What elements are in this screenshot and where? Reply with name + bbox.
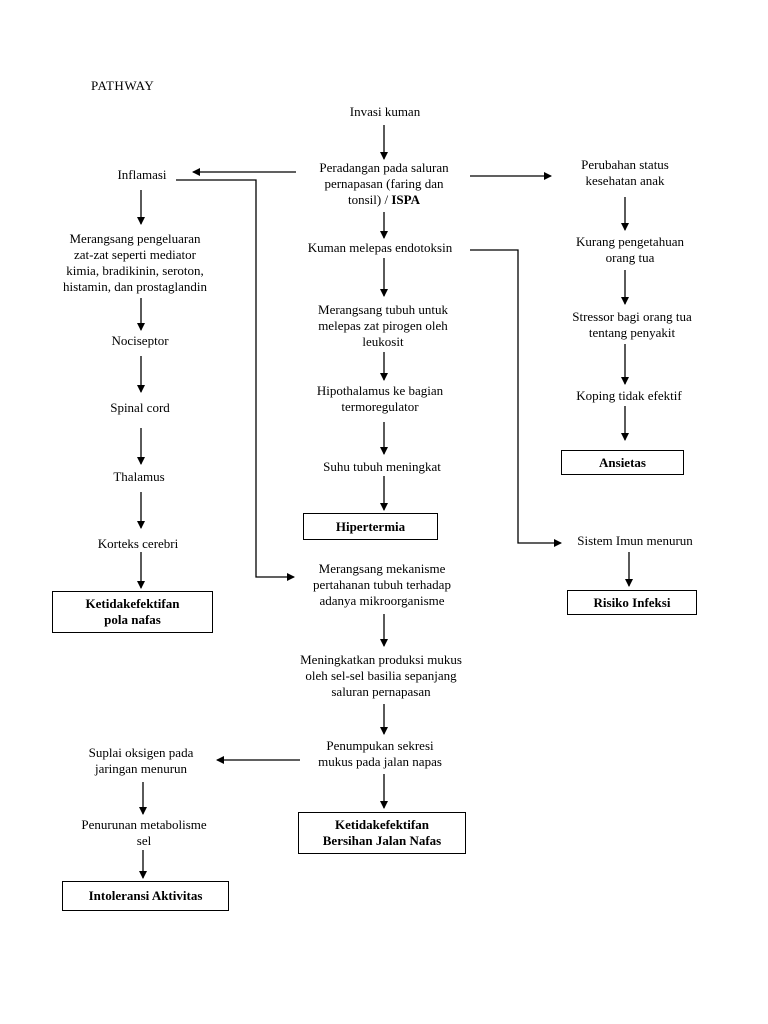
diagnosis-pola-nafas-line1: Ketidakefektifan: [85, 596, 180, 611]
node-mekanisme-line2: pertahanan tubuh terhadap: [313, 577, 451, 592]
node-mekanisme-line1: Merangsang mekanisme: [318, 561, 446, 576]
node-penumpukan-line2: mukus pada jalan napas: [318, 754, 442, 769]
node-hipothalamus: Hipothalamus ke bagian termoregulator: [317, 383, 443, 415]
node-pengetahuan-line1: Kurang pengetahuan: [576, 234, 684, 249]
diagnosis-bersihan-line2: Bersihan Jalan Nafas: [322, 833, 442, 848]
diagnosis-bersihan-line1: Ketidakefektifan: [335, 817, 429, 832]
diagnosis-hipertermia-label: Hipertermia: [335, 518, 406, 534]
diagnosis-intoleransi-aktivitas: Intoleransi Aktivitas: [62, 881, 229, 911]
node-invasi-kuman: Invasi kuman: [349, 104, 421, 119]
diagnosis-pola-nafas-line2: pola nafas: [104, 612, 161, 627]
node-thalamus: Thalamus: [113, 469, 165, 484]
node-mukus-line1: Meningkatkan produksi mukus: [300, 652, 462, 667]
node-mediator-line3: kimia, bradikinin, seroton,: [66, 263, 204, 278]
node-suplai-line2: jaringan menurun: [94, 761, 188, 776]
node-status-line2: kesehatan anak: [585, 173, 665, 188]
node-suplai-oksigen: Suplai oksigen pada jaringan menurun: [89, 745, 194, 777]
connector-inflamasi-to-mekanisme: [176, 179, 295, 581]
node-mediator-line2: zat-zat seperti mediator: [74, 247, 196, 262]
node-peradangan-ispa: ISPA: [391, 192, 420, 207]
node-produksi-mukus: Meningkatkan produksi mukus oleh sel-sel…: [300, 652, 462, 700]
node-suhu-tubuh: Suhu tubuh meningkat: [323, 459, 441, 474]
node-stressor-line1: Stressor bagi orang tua: [572, 309, 692, 324]
diagnosis-ansietas-label: Ansietas: [599, 454, 646, 470]
node-metabolisme-line2: sel: [136, 833, 152, 848]
node-mediator-kimia: Merangsang pengeluaran zat-zat seperti m…: [63, 231, 207, 295]
node-peradangan-line3-plain: tonsil) /: [347, 192, 392, 207]
diagnosis-bersihan-jalan-nafas: Ketidakefektifan Bersihan Jalan Nafas: [298, 812, 466, 854]
node-penurunan-metabolisme: Penurunan metabolisme sel: [81, 817, 206, 849]
node-mukus-line2: oleh sel-sel basilia sepanjang: [305, 668, 457, 683]
node-mekanisme-pertahanan: Merangsang mekanisme pertahanan tubuh te…: [313, 561, 451, 609]
node-mukus-line3: saluran pernapasan: [331, 684, 431, 699]
diagnosis-ansietas: Ansietas: [561, 450, 684, 475]
node-stressor-line2: tentang penyakit: [588, 325, 676, 340]
node-kurang-pengetahuan: Kurang pengetahuan orang tua: [576, 234, 684, 266]
node-mediator-line4: histamin, dan prostaglandin: [62, 279, 208, 294]
node-hipothalamus-line2: termoregulator: [341, 399, 419, 414]
diagnosis-pola-nafas: Ketidakefektifan pola nafas: [52, 591, 213, 633]
node-pengetahuan-line2: orang tua: [605, 250, 655, 265]
node-metabolisme-line1: Penurunan metabolisme: [81, 817, 207, 832]
page-title: PATHWAY: [91, 78, 155, 93]
node-hipothalamus-line1: Hipothalamus ke bagian: [316, 383, 444, 398]
node-korteks-cerebri: Korteks cerebri: [97, 536, 179, 551]
node-suplai-line1: Suplai oksigen pada: [88, 745, 194, 760]
node-kuman-endotoksin: Kuman melepas endotoksin: [307, 240, 453, 255]
node-pirogen-line2: melepas zat pirogen oleh: [318, 318, 448, 333]
node-mediator-line1: Merangsang pengeluaran: [69, 231, 201, 246]
node-perubahan-status: Perubahan status kesehatan anak: [581, 157, 669, 189]
diagnosis-risiko-infeksi-label: Risiko Infeksi: [593, 594, 671, 610]
node-sistem-imun: Sistem Imun menurun: [577, 533, 693, 548]
diagnosis-risiko-infeksi: Risiko Infeksi: [567, 590, 697, 615]
node-status-line1: Perubahan status: [581, 157, 669, 172]
node-penumpukan-sekresi: Penumpukan sekresi mukus pada jalan napa…: [318, 738, 442, 770]
node-peradangan-line1: Peradangan pada saluran: [319, 160, 449, 175]
connector-endotoksin-to-imun: [470, 249, 562, 547]
node-pirogen-line1: Merangsang tubuh untuk: [318, 302, 448, 317]
node-pirogen-line3: leukosit: [362, 334, 404, 349]
node-nociseptor: Nociseptor: [111, 333, 169, 348]
node-peradangan: Peradangan pada saluran pernapasan (fari…: [319, 160, 448, 208]
node-stressor: Stressor bagi orang tua tentang penyakit: [572, 309, 692, 341]
node-penumpukan-line1: Penumpukan sekresi: [326, 738, 434, 753]
node-pirogen: Merangsang tubuh untuk melepas zat pirog…: [318, 302, 448, 350]
node-peradangan-line2: pernapasan (faring dan: [324, 176, 444, 191]
node-inflamasi: Inflamasi: [117, 167, 167, 182]
node-mekanisme-line3: adanya mikroorganisme: [319, 593, 445, 608]
node-peradangan-line3: tonsil) / ISPA: [319, 192, 448, 208]
diagnosis-hipertermia: Hipertermia: [303, 513, 438, 540]
diagnosis-intoleransi-label: Intoleransi Aktivitas: [88, 888, 203, 903]
node-spinal-cord: Spinal cord: [110, 400, 170, 415]
node-koping: Koping tidak efektif: [576, 388, 682, 403]
